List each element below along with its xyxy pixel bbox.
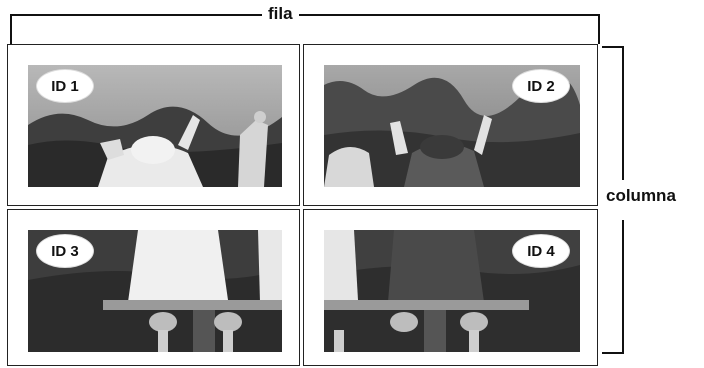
cell-3-id-badge: ID 3 [36, 234, 94, 268]
row-label: fila [262, 4, 299, 24]
cell-2-id-badge: ID 2 [512, 69, 570, 103]
grid-cell-2: ID 2 [303, 44, 598, 206]
cell-4-id-badge: ID 4 [512, 234, 570, 268]
cell-1-id-badge: ID 1 [36, 69, 94, 103]
row-bracket-left-tick [10, 14, 12, 44]
column-bracket-vertical-lower [622, 220, 624, 354]
column-bracket-top-tick [602, 46, 624, 48]
row-bracket-top [10, 14, 600, 16]
photo-1 [28, 65, 282, 187]
photo-3 [28, 230, 282, 352]
column-bracket-bottom-tick [602, 352, 624, 354]
row-bracket-right-tick [598, 14, 600, 44]
column-bracket-vertical-upper [622, 46, 624, 180]
grid-cell-4: ID 4 [303, 209, 598, 366]
grid-cell-1: ID 1 [7, 44, 300, 206]
grid-cell-3: ID 3 [7, 209, 300, 366]
column-label: columna [600, 186, 682, 206]
